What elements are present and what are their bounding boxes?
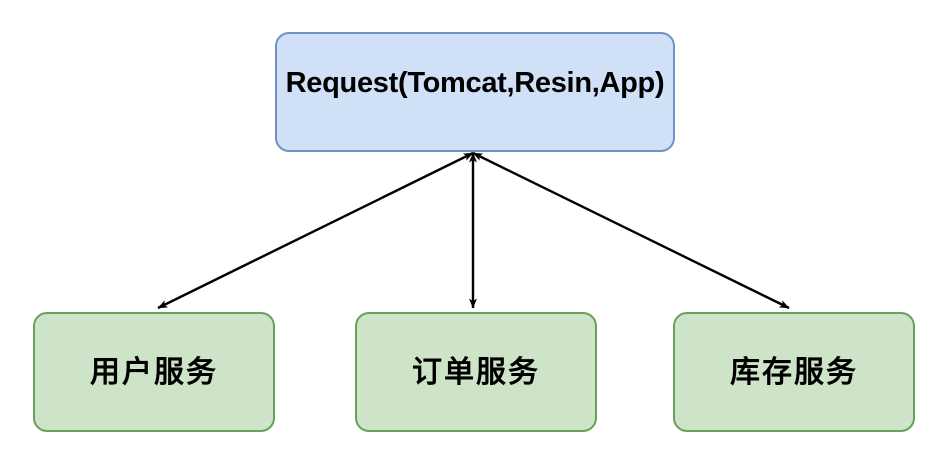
node-order-service[interactable]: 订单服务 (355, 312, 597, 432)
edge-request-to-user-service (157, 151, 474, 310)
node-stock-service-label: 库存服务 (730, 355, 858, 389)
node-stock-service[interactable]: 库存服务 (673, 312, 915, 432)
node-user-service-label: 用户服务 (90, 355, 218, 389)
edge-request-to-stock-service (472, 151, 790, 310)
node-request[interactable]: Request(Tomcat,Resin,App) (275, 32, 675, 152)
node-request-label: Request(Tomcat,Resin,App) (285, 67, 665, 100)
node-order-service-label: 订单服务 (412, 355, 540, 389)
node-user-service[interactable]: 用户服务 (33, 312, 275, 432)
